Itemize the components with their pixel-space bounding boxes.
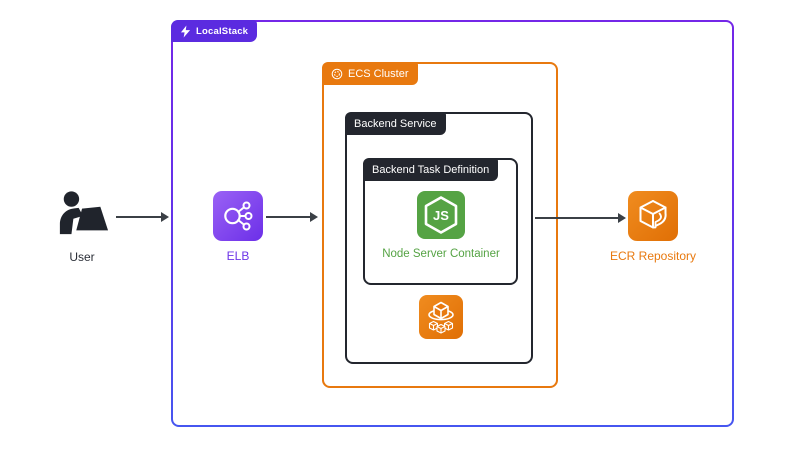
backend-task-definition-badge-label: Backend Task Definition [372, 163, 490, 176]
ecr-label: ECR Repository [609, 249, 697, 263]
arrow-user-to-localstack [116, 212, 169, 222]
ecr-repository-icon [633, 196, 673, 236]
localstack-badge: LocalStack [171, 20, 258, 42]
nodejs-icon-text: JS [433, 208, 449, 223]
user-node [57, 189, 109, 237]
user-label: User [69, 250, 95, 264]
elb-label: ELB [226, 249, 250, 263]
ecs-cluster-badge-label: ECS Cluster [348, 67, 409, 80]
localstack-badge-label: LocalStack [196, 25, 249, 37]
node-server-node: JS [417, 191, 465, 239]
user-icon [57, 189, 109, 237]
ecs-service-node [419, 295, 463, 339]
localstack-logo-icon [180, 25, 191, 38]
arrow-elb-to-ecs-cluster [266, 212, 318, 222]
node-server-label: Node Server Container [382, 248, 500, 260]
ecs-cluster-badge: ECS Cluster [322, 62, 418, 85]
backend-task-definition-badge: Backend Task Definition [363, 158, 499, 181]
elb-node [213, 191, 263, 241]
arrow-backend-service-to-ecr [535, 213, 626, 223]
backend-service-badge: Backend Service [345, 112, 446, 135]
backend-service-badge-label: Backend Service [354, 117, 437, 130]
elb-icon [218, 196, 258, 236]
ecs-cluster-badge-icon [331, 68, 343, 80]
nodejs-icon: JS [417, 191, 465, 239]
ecr-node [628, 191, 678, 241]
ecs-containers-icon [421, 297, 461, 337]
